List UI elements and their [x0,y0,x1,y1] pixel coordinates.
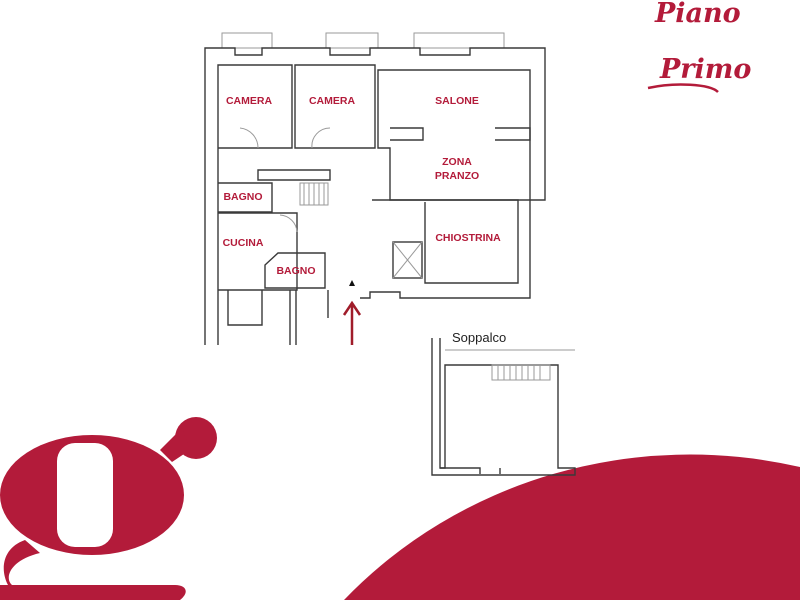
title-line-1: Piano [654,0,741,29]
company-logo [0,417,217,600]
room-label-camera-2: CAMERA [309,95,355,107]
entrance-arrow-icon [342,280,362,345]
room-label-cucina: CUCINA [223,237,264,249]
room-label-zona-pranzo-2: PRANZO [435,170,479,182]
soppalco-label: Soppalco [452,330,506,345]
room-label-bagno-2: BAGNO [276,265,315,277]
brand-swoosh [344,454,800,600]
plan-walls [204,32,546,345]
soppalco-plan [431,338,576,476]
title-line-2: Primo [659,54,751,85]
title-underline [647,83,719,94]
room-label-chiostrina: CHIOSTRINA [435,232,501,244]
room-label-camera-1: CAMERA [226,95,272,107]
room-label-salone: SALONE [435,95,479,107]
room-label-bagno-1: BAGNO [223,191,262,203]
room-label-zona-pranzo-1: ZONA [442,156,472,168]
